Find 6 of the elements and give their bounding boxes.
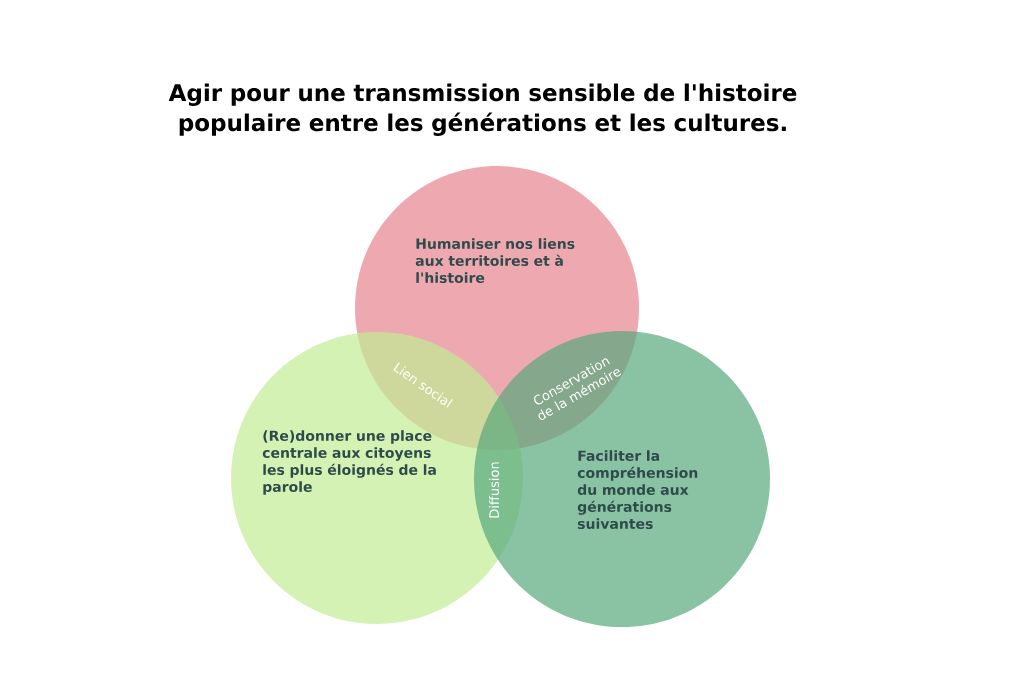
overlap-label: Diffusion	[488, 462, 500, 518]
circle-text: Humaniser nos liens aux territoires et à l'histoire	[415, 238, 575, 284]
title: Agir pour une transmission sensible de l'histoire populaire entre les générations et les cultures.	[168, 83, 797, 136]
circle-text: (Re)donner une place centrale aux citoyens les plus éloignés de la parole	[262, 430, 436, 495]
circle-text: Faciliter la compréhension du monde aux générations suivantes	[577, 450, 698, 530]
venn-circle	[474, 331, 770, 627]
